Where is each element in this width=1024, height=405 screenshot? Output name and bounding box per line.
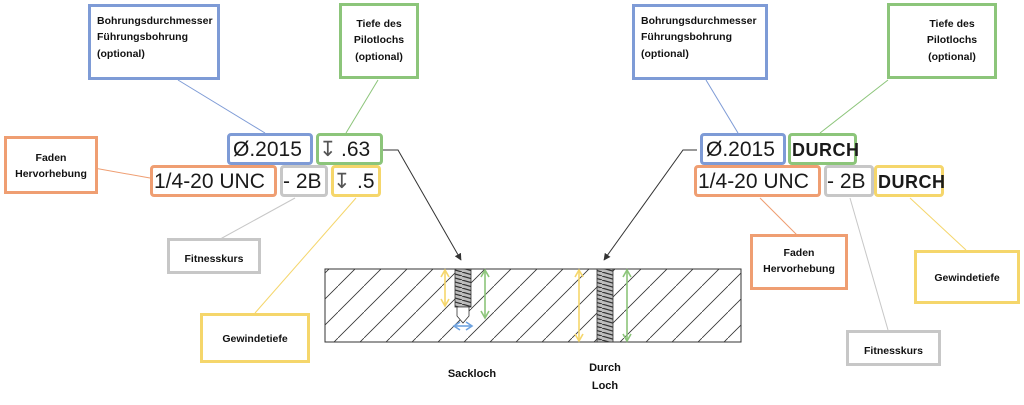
- label-line: Tiefe des: [356, 18, 402, 30]
- label-fit-class-right: Fitnesskurs: [846, 330, 941, 366]
- depth-symbol-icon: ↧: [319, 138, 337, 161]
- through-hole: [596, 268, 614, 343]
- label-line: Bohrungsdurchmesser: [97, 15, 213, 27]
- label-line: Hervorhebung: [763, 263, 835, 276]
- callout-thread-right: 1/4-20 UNC: [698, 170, 809, 193]
- plate: [324, 268, 742, 343]
- frame-class-left: [280, 165, 328, 197]
- leader-depth-right: [909, 197, 967, 251]
- frame-pilot-depth-left: [316, 133, 383, 165]
- callout-class-left: - 2B: [283, 170, 322, 193]
- blind-hole: [454, 268, 472, 324]
- label-line: (optional): [928, 50, 976, 63]
- caption-line: Loch: [591, 379, 619, 392]
- label-line: Gewindetiefe: [934, 272, 1000, 284]
- label-thread-depth-left: Gewindetiefe: [200, 313, 310, 363]
- label-line: Führungsbohrung: [641, 31, 732, 44]
- label-line: Tiefe des: [929, 18, 975, 30]
- pointer-through: [603, 149, 697, 261]
- label-bore-diameter-right: Bohrungsdurchmesser Führungsbohrung (opt…: [632, 4, 768, 80]
- frame-class-right: [824, 165, 874, 197]
- frame-diameter-right: [700, 133, 786, 165]
- label-line: (optional): [355, 50, 403, 63]
- callout-thread-depth-left: .5: [357, 170, 375, 193]
- label-line: Fitnesskurs: [864, 345, 923, 357]
- label-line: (optional): [97, 47, 145, 60]
- label-line: Pilotlochs: [353, 34, 405, 47]
- callout-thru-thread-right: DURCH: [878, 172, 946, 192]
- leader-faden-left: [93, 167, 151, 179]
- label-line: Hervorhebung: [15, 168, 87, 181]
- label-fit-class-left: Fitnesskurs: [167, 238, 261, 274]
- leader-bore-right: [705, 79, 739, 134]
- caption-line: Durch: [589, 362, 621, 374]
- frame-diameter-left: [227, 133, 313, 165]
- label-pilot-depth-right: Tiefe des Pilotlochs (optional): [887, 3, 997, 79]
- leader-fit-right: [849, 197, 889, 331]
- callout-thru-pilot-right: DURCH: [792, 140, 860, 160]
- leader-faden-right: [759, 197, 798, 236]
- label-line: Führungsbohrung: [97, 31, 188, 44]
- leader-fit-left: [212, 197, 296, 244]
- label-thread-highlight-right: Faden Hervorhebung: [750, 234, 848, 290]
- label-line: Faden: [783, 247, 815, 259]
- label-bore-diameter-left: Bohrungsdurchmesser Führungsbohrung (opt…: [88, 4, 220, 80]
- callout-class-right: - 2B: [827, 170, 866, 193]
- label-pilot-depth-left: Tiefe des Pilotlochs (optional): [339, 3, 419, 79]
- frame-thread-depth-left: [331, 165, 381, 197]
- leader-depth-left: [254, 197, 357, 314]
- frame-thread-left: [150, 165, 277, 197]
- frame-thru-pilot-right: [788, 133, 857, 165]
- leader-pilot-right: [819, 79, 889, 134]
- callout-pilot-depth-left: .63: [341, 138, 371, 161]
- label-thread-depth-right: Gewindetiefe: [914, 250, 1020, 304]
- caption-blind-hole: Sackloch: [447, 368, 497, 380]
- callout-diameter-right: Ø.2015: [706, 138, 775, 161]
- caption-through-hole: Durch Loch: [575, 360, 635, 395]
- pointer-blind: [383, 149, 462, 261]
- leader-bore-left: [177, 79, 266, 134]
- label-line: Gewindetiefe: [222, 333, 288, 345]
- label-line: Pilotlochs: [926, 34, 978, 47]
- label-line: Fitnesskurs: [184, 253, 244, 265]
- leader-pilot-left: [345, 79, 379, 134]
- label-line: Faden: [35, 152, 67, 164]
- frame-thru-thread-right: [874, 165, 944, 197]
- depth-symbol-icon: ↧: [333, 170, 351, 193]
- label-line: Bohrungsdurchmesser: [641, 15, 757, 27]
- frame-thread-right: [694, 165, 821, 197]
- label-thread-highlight-left: Faden Hervorhebung: [4, 136, 98, 194]
- label-line: (optional): [641, 47, 689, 60]
- callout-diameter-left: Ø.2015: [233, 138, 302, 161]
- callout-thread-left: 1/4-20 UNC: [154, 170, 265, 193]
